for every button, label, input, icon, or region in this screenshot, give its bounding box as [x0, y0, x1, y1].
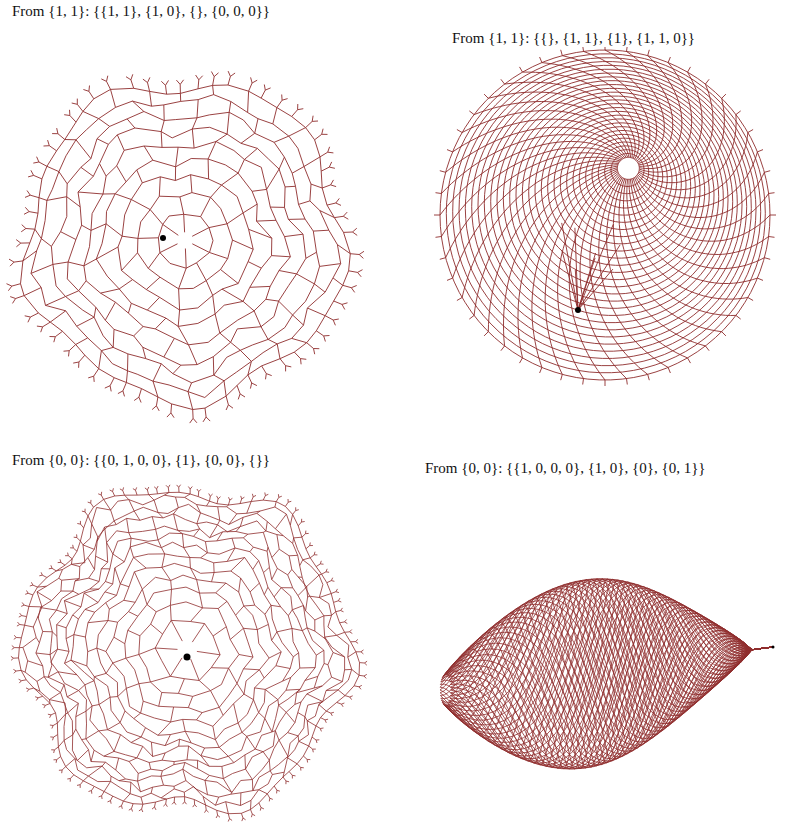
- network-cone: [440, 579, 773, 769]
- rule-label: From {0, 0}: {{0, 1, 0, 0}, {1}, {0, 0},…: [10, 452, 272, 469]
- start-dot: [575, 307, 581, 313]
- rule-label: From {1, 1}: {{1, 1}, {1, 0}, {}, {0, 0,…: [10, 3, 272, 20]
- start-dot: [160, 235, 166, 241]
- network-lines: [11, 485, 367, 822]
- rule-label: From {0, 0}: {{1, 0, 0, 0}, {1, 0}, {0},…: [423, 460, 708, 477]
- network-lines: [434, 44, 776, 386]
- network-spiral: [434, 44, 776, 386]
- network-lines: [7, 71, 365, 423]
- network-lines: [440, 579, 773, 769]
- start-dot: [184, 654, 191, 661]
- network-blob-2: [11, 485, 367, 822]
- rule-label: From {1, 1}: {{}, {1, 1}, {1}, {1, 1, 0}…: [450, 30, 697, 47]
- network-blob-1: [7, 71, 365, 423]
- start-dot: [772, 646, 775, 649]
